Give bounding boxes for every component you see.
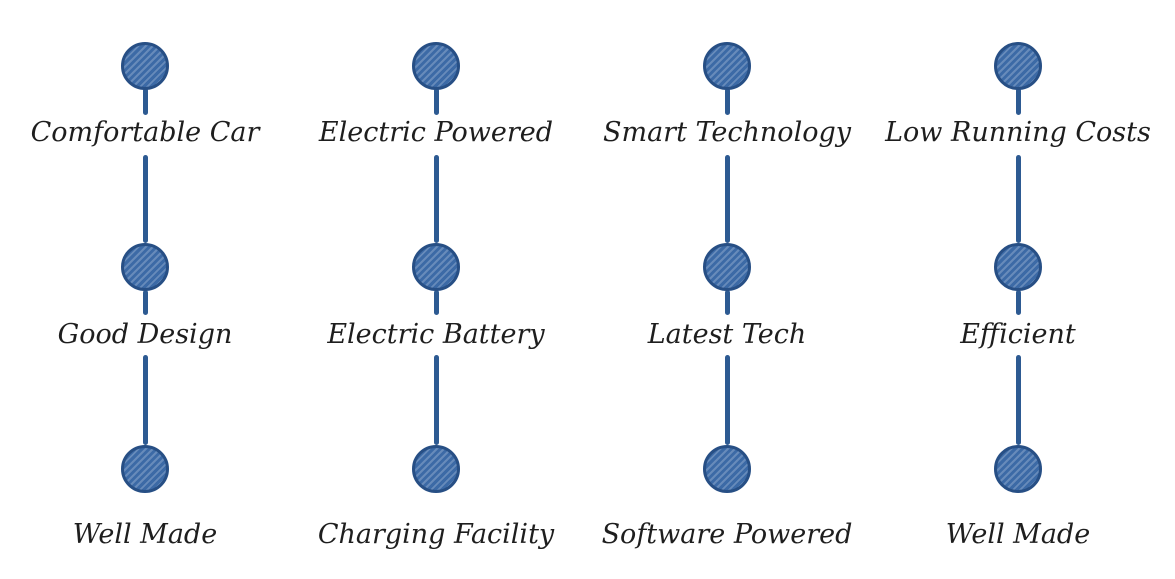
node-label: Electric Powered	[318, 117, 554, 148]
node-circle	[121, 445, 169, 493]
connector-line	[725, 290, 730, 315]
node-label: Good Design	[57, 319, 233, 350]
connector-line	[434, 355, 439, 445]
node-circle	[412, 243, 460, 291]
column-2: Electric Powered Electric Battery Chargi…	[291, 0, 581, 579]
node-circle	[121, 42, 169, 90]
connector-line	[143, 290, 148, 315]
node-label: Latest Tech	[647, 319, 807, 350]
node-circle	[994, 445, 1042, 493]
node-label: Comfortable Car	[30, 117, 260, 148]
node-circle	[994, 243, 1042, 291]
node-label: Charging Facility	[317, 519, 555, 550]
node-label: Efficient	[960, 319, 1076, 350]
node-circle	[703, 445, 751, 493]
connector-line	[725, 155, 730, 243]
connector-line	[434, 155, 439, 243]
connector-line	[1016, 155, 1021, 243]
node-circle	[994, 42, 1042, 90]
connector-line	[725, 88, 730, 115]
connector-line	[434, 290, 439, 315]
node-label: Well Made	[72, 519, 218, 550]
connector-line	[143, 155, 148, 243]
node-label: Software Powered	[601, 519, 853, 550]
column-4: Low Running Costs Efficient Well Made	[873, 0, 1163, 579]
connector-line	[1016, 290, 1021, 315]
connector-line	[434, 88, 439, 115]
node-circle	[412, 42, 460, 90]
connector-line	[143, 355, 148, 445]
column-1: Comfortable Car Good Design Well Made	[0, 0, 290, 579]
node-circle	[121, 243, 169, 291]
node-label: Well Made	[945, 519, 1091, 550]
node-circle	[703, 42, 751, 90]
connector-line	[1016, 355, 1021, 445]
connector-line	[143, 88, 148, 115]
node-label: Low Running Costs	[885, 117, 1151, 148]
column-3: Smart Technology Latest Tech Software Po…	[582, 0, 872, 579]
node-circle	[703, 243, 751, 291]
node-circle	[412, 445, 460, 493]
connector-line	[1016, 88, 1021, 115]
node-label: Smart Technology	[602, 117, 851, 148]
node-label: Electric Battery	[327, 319, 545, 350]
connector-line	[725, 355, 730, 445]
